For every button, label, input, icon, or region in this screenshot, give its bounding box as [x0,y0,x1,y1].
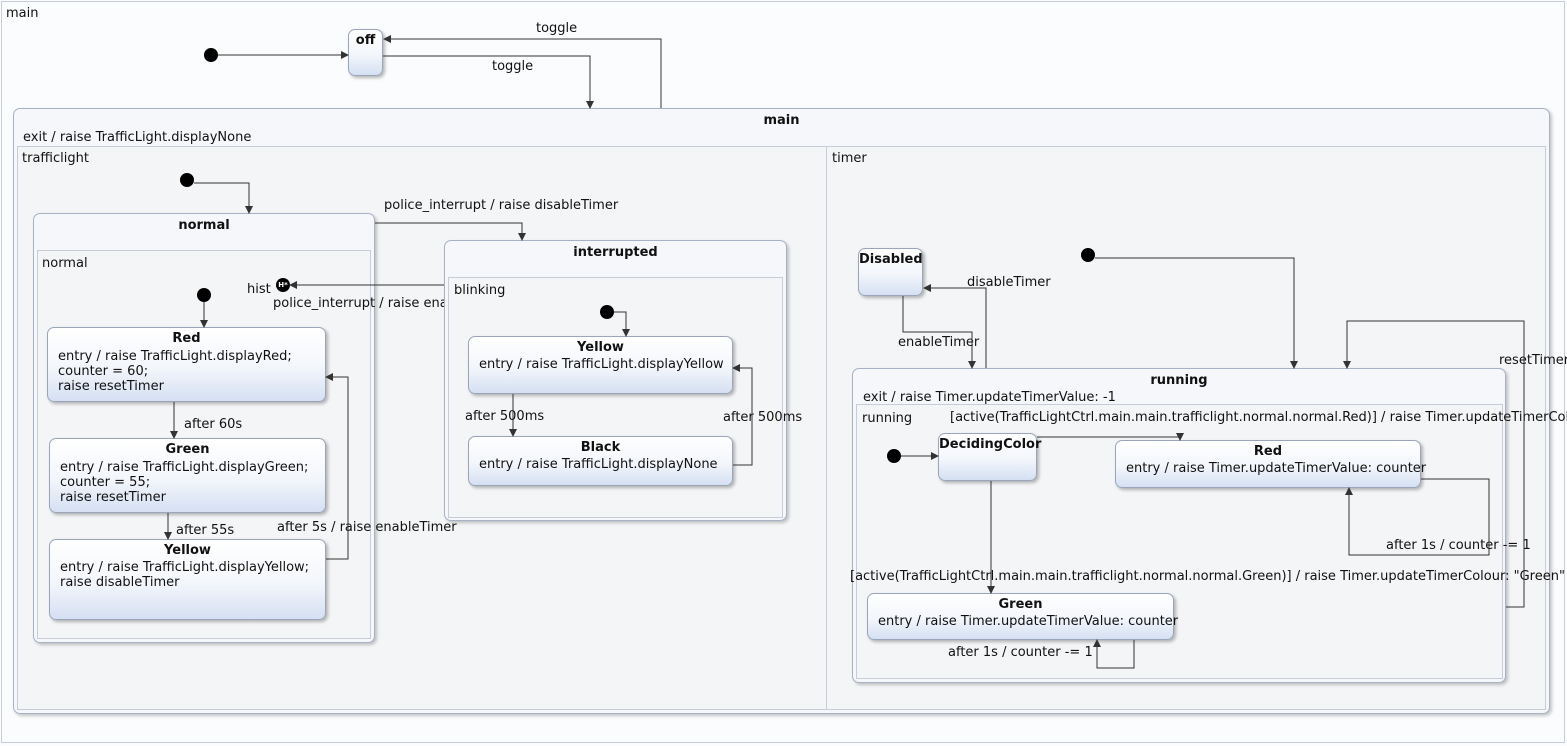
root-label: main [6,6,39,21]
state-title: Black [580,440,621,455]
initial-pseudostate[interactable] [887,449,901,463]
region-label: timer [832,151,867,166]
transition-after-55s[interactable]: after 55s [176,523,235,538]
state-title: Red [1253,444,1283,459]
transition-police-to-interrupted[interactable]: police_interrupt / raise disableTimer [384,198,619,213]
state-blink-black[interactable]: Black entry / raise TrafficLight.display… [468,436,733,486]
state-body: entry / raise Timer.updateTimerValue: co… [1126,461,1427,476]
transition-after-500ms-b[interactable]: after 500ms [723,410,803,425]
state-title: DecidingColor [939,437,1042,452]
state-exit-action: exit / raise TrafficLight.displayNone [23,130,252,145]
state-body: entry / raise TrafficLight.displayRed; c… [58,349,292,394]
state-green[interactable]: Green entry / raise TrafficLight.display… [49,438,326,513]
state-timer-green[interactable]: Green entry / raise Timer.updateTimerVal… [867,593,1178,640]
state-title: normal [178,218,230,233]
transition-toggle-in[interactable]: toggle [536,21,578,36]
transition-after-5s[interactable]: after 5s / raise enableTimer [277,520,457,535]
transition-after-60s[interactable]: after 60s [184,417,243,432]
transition-enable-timer[interactable]: enableTimer [898,335,980,350]
state-title: Green [998,597,1043,612]
transition-after-500ms-a[interactable]: after 500ms [465,409,545,424]
state-title: Red [172,331,201,346]
state-title: running [1150,373,1208,388]
history-label: hist [247,282,271,297]
region-label: running [862,411,913,426]
transition-disable-timer[interactable]: disableTimer [967,275,1051,290]
state-body: entry / raise Timer.updateTimerValue: co… [878,614,1179,629]
initial-pseudostate[interactable] [600,305,614,319]
state-disabled[interactable]: Disabled [858,248,923,296]
state-timer-red[interactable]: Red entry / raise Timer.updateTimerValue… [1115,440,1426,488]
initial-pseudostate[interactable] [197,288,211,302]
state-title: Yellow [164,543,211,558]
region-label: normal [42,256,88,271]
transition-green-loop[interactable]: after 1s / counter -= 1 [948,645,1093,660]
state-off[interactable]: off [348,29,383,76]
initial-pseudostate[interactable] [204,48,218,62]
state-title: Yellow [577,340,624,355]
state-title: off [355,33,376,48]
initial-pseudostate[interactable] [1081,248,1095,262]
region-label: trafficlight [22,151,89,166]
state-title: Green [165,442,210,457]
history-pseudostate[interactable]: H* [276,278,290,292]
state-body: entry / raise TrafficLight.displayGreen;… [60,460,309,505]
state-body: entry / raise TrafficLight.displayYellow… [60,560,310,590]
state-deciding-color[interactable]: DecidingColor [938,433,1042,481]
state-title: interrupted [573,245,658,260]
state-exit-action: exit / raise Timer.updateTimerValue: -1 [863,390,1116,405]
history-glyph: H* [278,281,288,289]
state-yellow[interactable]: Yellow entry / raise TrafficLight.displa… [49,539,326,620]
state-title: main [763,113,800,128]
transition-reset-timer[interactable]: resetTimer [1499,353,1567,368]
transition-to-red[interactable]: [active(TrafficLightCtrl.main.main.traff… [950,410,1567,425]
state-title: Disabled [859,252,923,267]
state-body: entry / raise TrafficLight.displayNone [479,457,718,472]
transition-to-green[interactable]: [active(TrafficLightCtrl.main.main.traff… [850,569,1565,584]
region-label: blinking [454,283,506,298]
initial-pseudostate[interactable] [180,173,194,187]
state-blink-yellow[interactable]: Yellow entry / raise TrafficLight.displa… [468,336,733,394]
state-red[interactable]: Red entry / raise TrafficLight.displayRe… [47,327,326,402]
transition-red-loop[interactable]: after 1s / counter -= 1 [1386,538,1531,553]
state-body: entry / raise TrafficLight.displayYellow [479,357,724,372]
transition-toggle-out[interactable]: toggle [492,59,534,74]
